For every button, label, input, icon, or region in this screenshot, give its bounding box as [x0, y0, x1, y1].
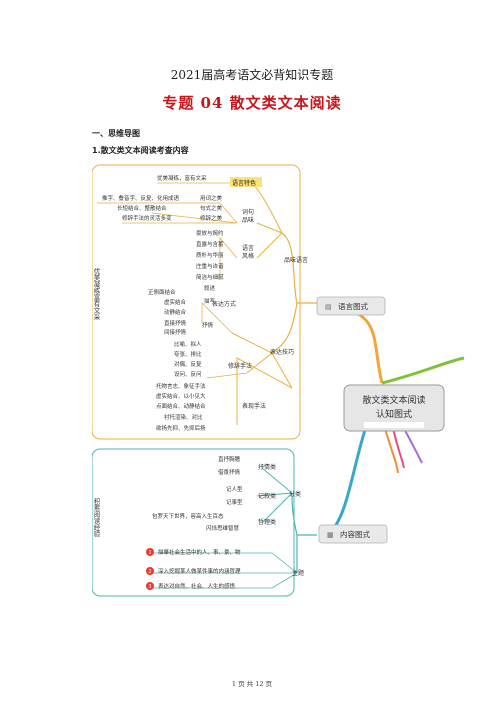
- leaf-content-5: 闪烁思维智慧: [206, 524, 240, 532]
- svg-text:2: 2: [148, 569, 151, 575]
- jixu-lei-label: 记叙类: [258, 492, 276, 500]
- top-frame: [92, 164, 301, 440]
- branch-to-language: [336, 306, 384, 384]
- sub-heading: 1.散文类文本阅读考查内容: [92, 146, 189, 155]
- branch-decor-green: [381, 356, 465, 385]
- theme-1: 描摹社会生活中的人、事、景、物: [158, 548, 241, 556]
- section-heading: 一、思维导图: [92, 129, 140, 138]
- leaf-xiuci-1: 夸张、排比: [174, 350, 202, 358]
- language-node-label: 语言图式: [338, 301, 368, 311]
- leaf-biaoxian-1: 虚实结合、以小见大: [156, 392, 206, 400]
- leaf-biaoxian-0: 托物言志、象征手法: [156, 382, 206, 390]
- theme-number-1: [146, 548, 154, 556]
- document-main-title: 专题 04 散文类文本阅读: [162, 94, 342, 112]
- biaoda-jiqiao-label: 表达技巧: [270, 348, 294, 356]
- content-node-label: 内容图式: [340, 529, 370, 539]
- theme-2: 深入挖掘某人做某件事的内涵哲理: [158, 567, 241, 575]
- jianshu-label: 叙述: [204, 284, 216, 292]
- pinwei-label: 品味语言: [284, 256, 308, 264]
- leaf-top-4: 句式之美: [200, 204, 223, 212]
- xiuci-shoufa-label: 修辞手法: [228, 362, 252, 370]
- svg-text:1: 1: [148, 550, 151, 556]
- theme-number-2: [146, 567, 154, 575]
- content-node: [318, 524, 388, 544]
- line-biaoda: [271, 302, 298, 354]
- leaf-xiuci-2: 对偶、反复: [174, 360, 202, 368]
- ciju-label-1: 词句: [242, 208, 254, 216]
- line-tese: [251, 182, 283, 234]
- biaoxian-shoufa-label: 表现手法: [242, 402, 266, 410]
- language-node: [316, 296, 386, 316]
- leaf-miaoxie-0: 正侧面结合: [148, 288, 176, 296]
- shuqing-lei-label: 抒情类: [258, 463, 276, 471]
- center-node: [343, 384, 445, 432]
- shuqing-label: 抒情: [202, 321, 214, 329]
- zhuti-label: 主题: [292, 569, 304, 577]
- branch-decor-orange: [383, 424, 399, 474]
- line-pinwei-up: [281, 232, 317, 304]
- document-subject-title: 2021届高考语文必背知识专题: [170, 68, 334, 82]
- leaf-content-2: 记人型: [226, 485, 243, 493]
- leaf-content-1: 借景抒情: [218, 468, 241, 476]
- line-fengge: [256, 232, 283, 259]
- content-icon: ▦: [327, 531, 334, 539]
- leaf-style-2: 质朴与华丽: [196, 251, 224, 259]
- leaf-biaoxian-2: 点面结合、动静结合: [156, 402, 206, 410]
- leaf-xiuci-0: 比喻、拟人: [174, 340, 202, 348]
- fenlei-label: 分类: [289, 490, 301, 498]
- leaf-style-1: 直露与含蓄: [196, 240, 224, 248]
- leaf-style-0: 豪放与婉约: [196, 229, 224, 237]
- yuyan-tese-label: 语言特色: [232, 179, 256, 187]
- leaf-top-1: 推字、叠音字、反复、化用成语: [102, 194, 180, 202]
- leaf-top-6: 修辞之美: [200, 214, 223, 222]
- leaf-miaoxie-2: 动静结合: [164, 308, 187, 316]
- leaf-top-2: 用词之美: [200, 194, 223, 202]
- leaf-miaoxie-1: 虚实结合: [164, 298, 187, 306]
- theme-number-3: [146, 582, 154, 590]
- leaf-style-3: 庄重与诙谐: [196, 262, 224, 270]
- theme-3: 表达对自然、社会、人生的感悟: [158, 582, 236, 590]
- leaf-xiuci-3: 设问、反问: [174, 370, 202, 378]
- miaoxie-label: 描写: [204, 297, 216, 305]
- svg-text:3: 3: [148, 584, 151, 590]
- leaf-top-0: 优美凝练，富有文采: [157, 174, 207, 182]
- left-vertical-label-bottom: 积累阅读经验: [92, 497, 100, 539]
- language-icon: ▤: [325, 303, 332, 311]
- biaoda-fangshi-label: 表达方式: [212, 300, 236, 308]
- leaf-top-5: 修辞手法的灵活多变: [122, 214, 172, 222]
- leaf-biaoxian-3: 衬托渲染、对比: [164, 413, 203, 421]
- leaf-style-4: 简洁与细腻: [196, 273, 224, 281]
- fengge-label-1: 语言: [242, 244, 254, 252]
- center-title-line1: 散文类文本阅读: [362, 394, 425, 406]
- leaf-biaoxian-4: 欲扬先抑、先抑后扬: [156, 424, 206, 432]
- leaf-top-3: 长短结合、整散结合: [117, 204, 167, 212]
- page-footer: 1 页 共 12 页: [231, 680, 273, 688]
- leaf-content-3: 记事型: [226, 498, 243, 506]
- leaf-shuqing-1: 间接抒情: [164, 328, 187, 336]
- leaf-content-0: 直抒胸臆: [218, 455, 241, 463]
- leaf-shuqing-0: 直接抒情: [164, 319, 187, 327]
- center-title-line2: 认知图式: [376, 408, 412, 420]
- line-ciju: [256, 222, 283, 234]
- fengge-label-2: 风格: [242, 252, 254, 260]
- left-vertical-label-top: 优美凝练富有文采: [92, 267, 100, 322]
- ciju-label-2: 品味: [242, 216, 254, 224]
- mind-map: 散文类文本阅读 认知图式 ▤ 语言图式 ▦ 内容图式 品味语言 表达技巧 语言特…: [92, 164, 465, 597]
- zheli-lei-label: 哲理类: [258, 518, 276, 526]
- leaf-content-4: 包罗天下世界，容高入生百态: [152, 512, 224, 520]
